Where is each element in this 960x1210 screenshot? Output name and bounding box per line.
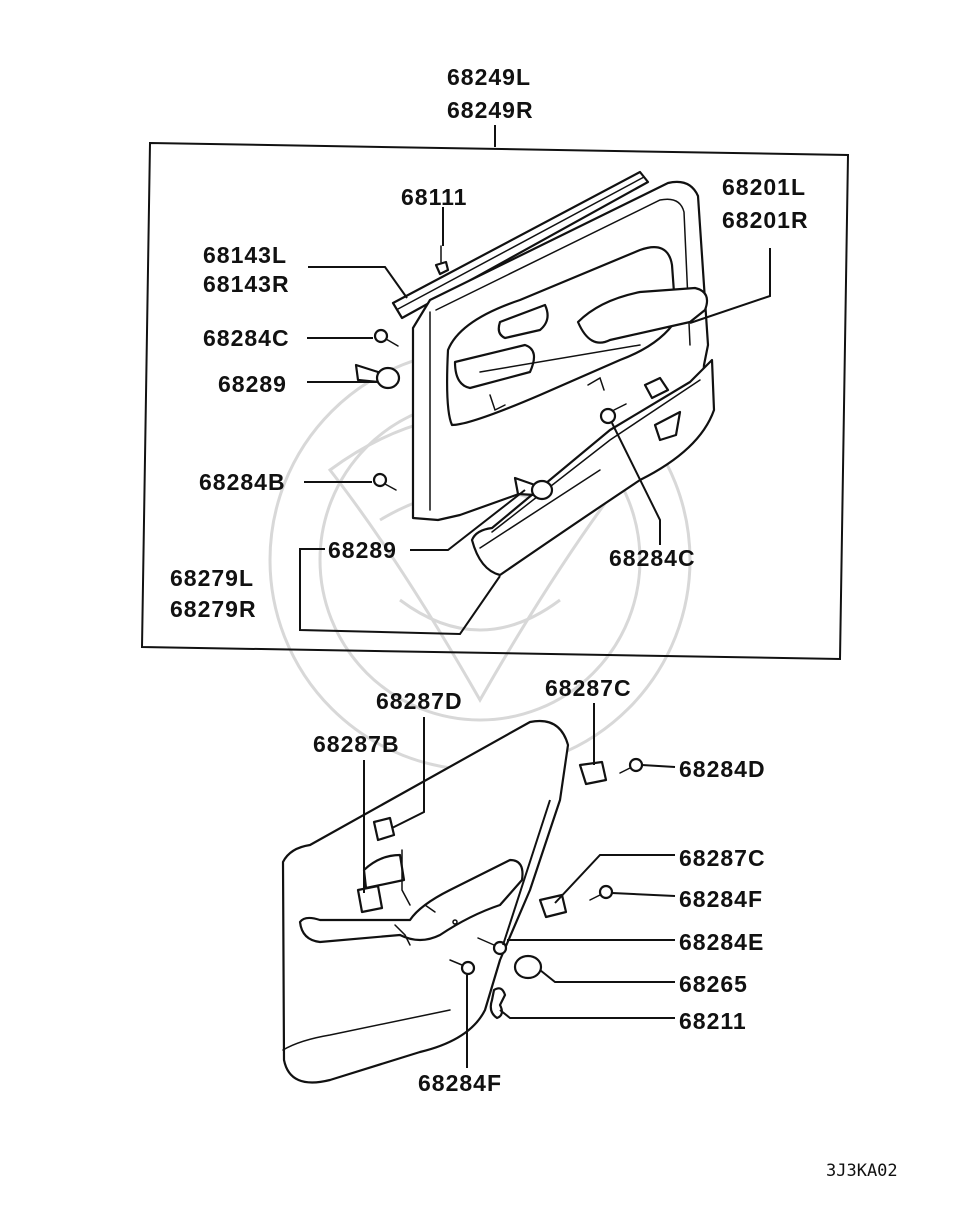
screw-68284f-icon — [589, 884, 614, 901]
label-68287d: 68287D — [376, 688, 463, 714]
label-68111: 68111 — [401, 184, 467, 210]
label-68143r: 68143R — [203, 271, 290, 297]
label-68284b: 68284B — [199, 469, 286, 495]
label-68284c: 68284C — [203, 325, 290, 351]
clip-68287d-icon — [372, 816, 396, 842]
clip-68111-icon — [434, 245, 450, 276]
door-trim-panel-part — [411, 180, 710, 522]
screw-68284f-b-icon — [449, 959, 476, 976]
label-68287c: 68287C — [545, 675, 632, 701]
plug-68265-icon — [513, 954, 543, 980]
clip-68287c-b-icon — [538, 893, 568, 919]
label-68284f: 68284F — [679, 886, 763, 912]
label-68201r: 68201R — [722, 207, 809, 233]
screw-68284b-icon — [372, 472, 397, 491]
figure-code: 3J3KA02 — [826, 1161, 898, 1181]
clip-68287c-icon — [578, 760, 608, 786]
belt-weatherstrip-part — [391, 170, 650, 320]
label-68201l: 68201L — [722, 174, 806, 200]
label-68287c-b: 68287C — [679, 845, 766, 871]
label-68287b: 68287B — [313, 731, 400, 757]
label-68284c-b: 68284C — [609, 545, 696, 571]
screw-68284d-icon — [619, 757, 644, 774]
label-68265: 68265 — [679, 971, 748, 997]
label-68279l: 68279L — [170, 565, 254, 591]
clip-68287b-icon — [356, 884, 384, 914]
label-68284d: 68284D — [679, 756, 766, 782]
clip-68289-b-icon — [513, 476, 554, 501]
clip-68289-icon — [354, 363, 401, 390]
upper-assembly-group: 68249L 68249R — [140, 64, 850, 661]
label-68279r: 68279R — [170, 596, 257, 622]
label-68284e: 68284E — [679, 929, 764, 955]
screw-68284c-icon — [373, 328, 399, 347]
label-68289: 68289 — [218, 371, 287, 397]
label-68249r: 68249R — [447, 97, 534, 123]
label-68284f-b: 68284F — [418, 1070, 502, 1096]
label-68211: 68211 — [679, 1008, 747, 1034]
lower-trim-panel-part — [281, 719, 570, 1084]
label-68143l: 68143L — [203, 242, 287, 268]
screw-68284c-b-icon — [599, 403, 627, 425]
label-68249l: 68249L — [447, 64, 531, 90]
door-pocket-part — [470, 358, 716, 577]
label-68289-b: 68289 — [328, 537, 397, 563]
assembly-frame — [140, 141, 850, 661]
lower-detail-group: 68287D 68287B 68287C 68284D 68287C 68284… — [281, 675, 766, 1096]
